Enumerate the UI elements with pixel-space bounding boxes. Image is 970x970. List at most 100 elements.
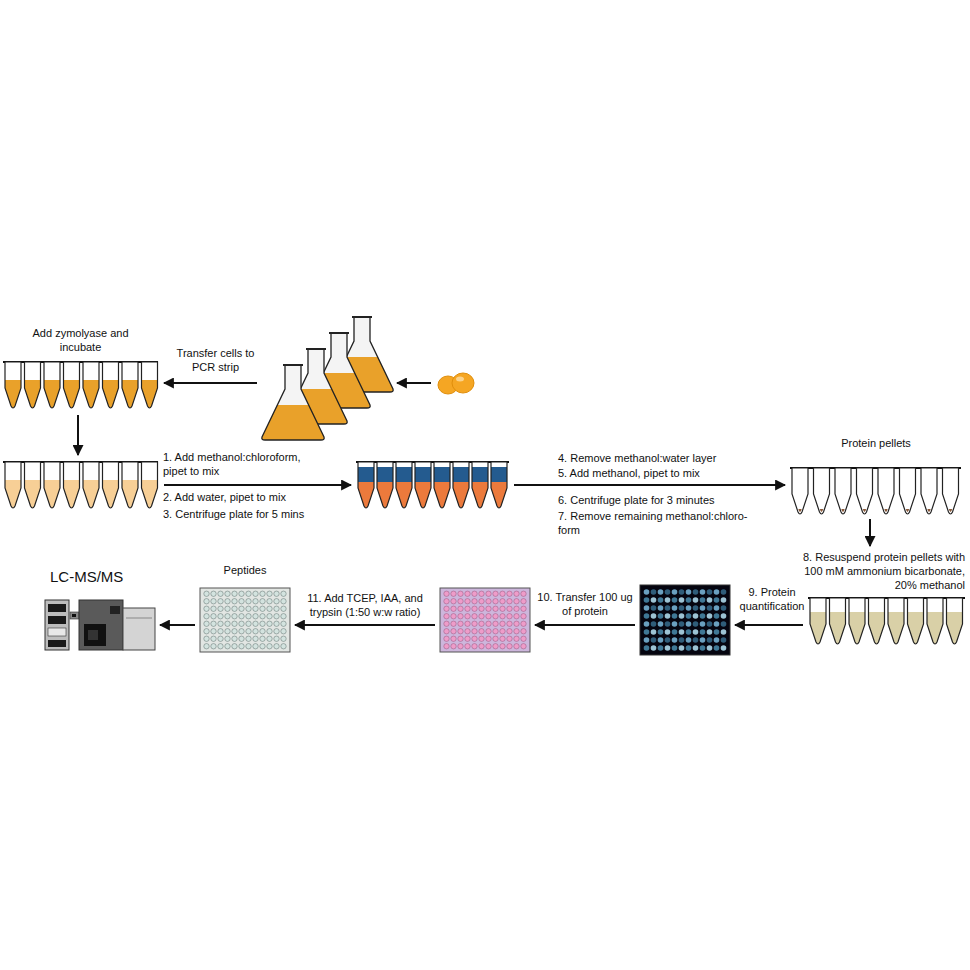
pcr-tube — [64, 362, 80, 408]
flask — [262, 365, 324, 440]
ms-panel — [84, 624, 106, 646]
plate-wells — [643, 588, 727, 652]
flow-arrow — [535, 624, 635, 626]
pcr-tube — [908, 598, 924, 644]
pcr-tube — [44, 462, 60, 508]
pcr-tube — [83, 362, 99, 408]
flow-arrow — [77, 415, 79, 455]
step-note: 3. Centrifuge plate for 5 mins — [163, 507, 363, 521]
pcr-tube — [947, 598, 963, 644]
pcr-tube — [358, 462, 374, 508]
pcr-tube — [434, 462, 450, 508]
step-label: 1. Add methanol:chloroform, pipet to mix — [163, 450, 323, 478]
ms-panel-detail — [88, 630, 98, 640]
node-heading: LC-MS/MS — [50, 568, 160, 586]
ms-body — [79, 600, 123, 650]
flow-arrow — [735, 624, 803, 626]
step-note: 6. Centrifuge plate for 3 minutes — [558, 493, 768, 507]
illustration-node — [440, 588, 530, 652]
illustration-node — [262, 317, 392, 441]
culture-flasks — [262, 317, 393, 440]
pcr-tube — [491, 462, 507, 508]
yeast-cells — [438, 373, 474, 394]
illustration-node: Add zymolyase and incubate — [3, 360, 159, 410]
pcr-tube — [810, 598, 826, 644]
pcr-tube — [396, 462, 412, 508]
pcr-strip — [356, 462, 509, 508]
pcr-strip — [790, 468, 961, 514]
flow-arrow — [397, 382, 431, 384]
pcr-tube — [921, 468, 937, 514]
pcr-tube — [5, 462, 21, 508]
node-heading: Add zymolyase and incubate — [23, 326, 138, 354]
pcr-tube — [103, 462, 119, 508]
pcr-tube — [5, 362, 21, 408]
plate-body — [440, 588, 530, 652]
plate-wells — [203, 590, 287, 650]
pcr-tube — [142, 462, 158, 508]
illustration-node: Peptides — [200, 588, 290, 652]
pcr-tube — [830, 598, 846, 644]
lc-tower — [45, 600, 69, 650]
pcr-tube — [64, 462, 80, 508]
pcr-tube — [142, 362, 158, 408]
step-label: 11. Add TCEP, IAA, and trypsin (1:50 w:w… — [301, 591, 429, 619]
pcr-tube — [122, 362, 138, 408]
flow-arrow — [164, 484, 351, 486]
flow-arrow — [164, 382, 257, 384]
pcr-tube — [814, 468, 830, 514]
pcr-tube — [377, 462, 393, 508]
pcr-tube — [888, 598, 904, 644]
step-label: 4. Remove methanol:water layer — [558, 451, 768, 465]
lc-module — [48, 628, 66, 636]
pcr-tube — [857, 468, 873, 514]
well-plate — [200, 588, 290, 652]
pcr-tube — [122, 462, 138, 508]
plate-body — [640, 585, 730, 655]
ms-display — [110, 606, 120, 614]
step-note: 5. Add methanol, pipet to mix — [558, 466, 768, 480]
pcr-tube — [878, 468, 894, 514]
ms-cabinet — [123, 608, 155, 650]
lc-module — [48, 616, 66, 624]
pcr-strip — [808, 598, 965, 644]
pcr-tube — [83, 462, 99, 508]
step-label: 8. Resuspend protein pellets with 100 mM… — [783, 550, 965, 592]
yeast-cell — [452, 373, 474, 393]
step-label: 10. Transfer 100 ug of protein — [533, 590, 637, 618]
pcr-tube — [835, 468, 851, 514]
pcr-tube — [103, 362, 119, 408]
pcr-tube — [849, 598, 865, 644]
lc-module — [48, 640, 66, 647]
flow-arrow — [295, 624, 435, 626]
flow-arrow — [514, 484, 785, 486]
illustration-node — [3, 460, 159, 512]
pcr-tube — [900, 468, 916, 514]
pcr-tube — [453, 462, 469, 508]
lcms-instrument — [45, 600, 155, 650]
plate-wells — [443, 590, 527, 650]
pcr-tube — [25, 462, 41, 508]
pcr-tube — [927, 598, 943, 644]
step-label: 9. Protein quantification — [735, 585, 809, 613]
illustration-node — [436, 372, 474, 396]
pcr-tube — [44, 362, 60, 408]
pcr-tube — [25, 362, 41, 408]
pcr-tube — [943, 468, 959, 514]
well-plate — [440, 588, 530, 652]
step-label: Transfer cells to PCR strip — [168, 346, 263, 374]
lc-module — [48, 604, 66, 612]
node-heading: Protein pellets — [790, 436, 962, 450]
step-note: 7. Remove remaining methanol:chloro- for… — [558, 509, 770, 537]
pcr-tube — [869, 598, 885, 644]
pcr-strip — [3, 462, 158, 508]
well-plate — [640, 585, 730, 655]
pcr-tube — [415, 462, 431, 508]
illustration-node — [356, 460, 509, 510]
node-heading: Peptides — [200, 563, 290, 577]
flow-arrow — [160, 624, 195, 626]
illustration-node: LC-MS/MS — [45, 598, 155, 650]
pcr-tube — [792, 468, 808, 514]
flow-arrow — [869, 519, 871, 546]
